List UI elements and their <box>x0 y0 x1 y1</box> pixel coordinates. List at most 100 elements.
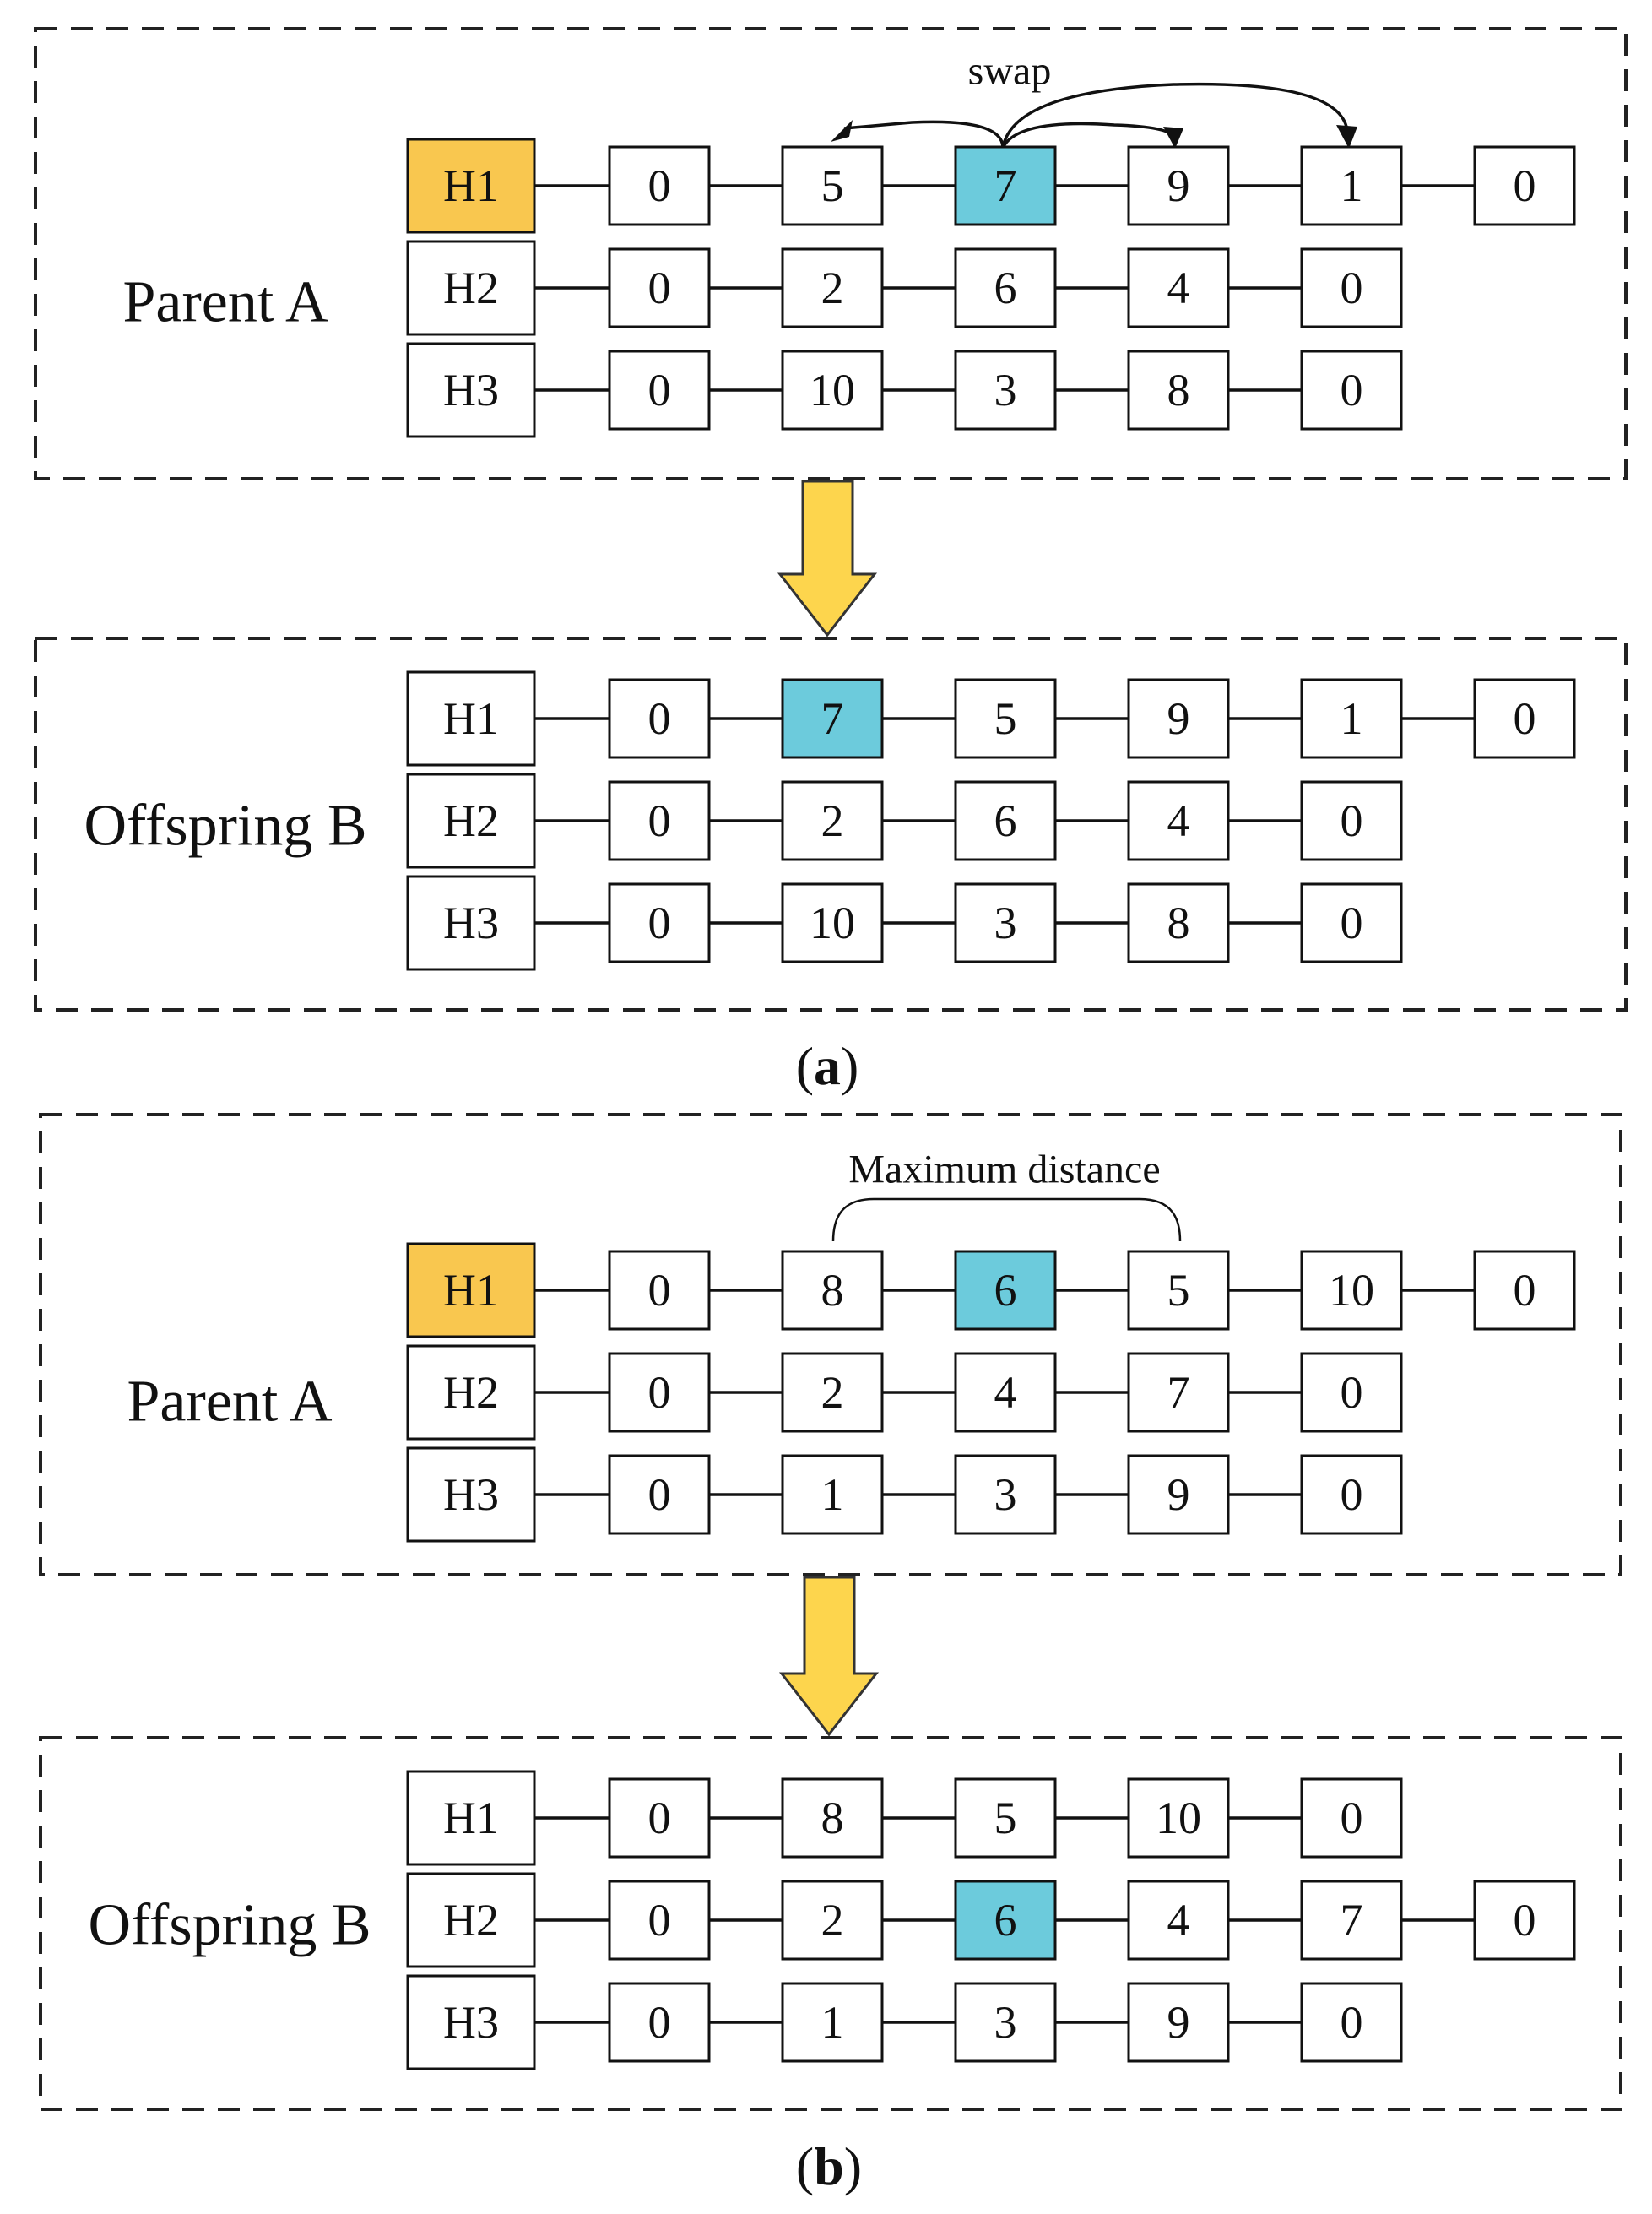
depot-node <box>1473 1250 1576 1331</box>
vehicle-label: H1 <box>443 160 499 211</box>
vehicle-label: H1 <box>443 1265 499 1316</box>
vehicle-label: H1 <box>443 693 499 744</box>
vehicle-box <box>406 875 536 971</box>
panel-b-distance-label: Maximum distance <box>848 1148 1160 1192</box>
node-label: 6 <box>994 1265 1017 1316</box>
panel-a-swap-label: swap <box>968 49 1052 94</box>
node-label: 0 <box>1514 1265 1536 1316</box>
node-label: 1 <box>821 1997 844 2048</box>
node-label: 3 <box>994 365 1017 415</box>
vehicle-box <box>406 773 536 869</box>
node-label: 0 <box>1341 898 1363 948</box>
panel-a-parent-label: Parent A <box>122 270 328 335</box>
node-label: 7 <box>1167 1367 1190 1418</box>
panel-a-swap-arrows <box>831 82 1357 149</box>
depot-node <box>608 780 711 861</box>
vehicle-label: H1 <box>443 1793 499 1843</box>
node-label: 0 <box>648 365 671 415</box>
node-label: 0 <box>1514 160 1536 211</box>
customer-node <box>1127 145 1230 226</box>
node-label: 0 <box>648 1793 671 1843</box>
customer-node <box>781 1352 884 1433</box>
node-label: 2 <box>821 263 844 313</box>
node-label: 0 <box>1514 1895 1536 1945</box>
panel-b-caption: (b) <box>796 2136 862 2196</box>
node-label: 0 <box>648 1469 671 1520</box>
depot-node <box>1473 678 1576 759</box>
node-label: 0 <box>648 795 671 846</box>
node-label: 0 <box>648 1895 671 1945</box>
customer-node <box>1127 1454 1230 1535</box>
node-label: 2 <box>821 1895 844 1945</box>
customer-node <box>1127 1352 1230 1433</box>
node-label: 4 <box>1167 795 1190 846</box>
swap-arrow-to-1 <box>1001 82 1348 149</box>
panel-a-parent-frame <box>34 27 1628 480</box>
depot-node <box>608 1777 711 1859</box>
customer-node <box>1300 1250 1403 1331</box>
panel-b-distance-bracket <box>831 1197 1182 1242</box>
customer-node <box>1127 1250 1230 1331</box>
customer-node <box>1127 1880 1230 1961</box>
depot-node <box>1473 145 1576 226</box>
customer-node <box>781 1250 884 1331</box>
vehicle-label: H2 <box>443 795 499 846</box>
vehicle-label: H3 <box>443 1469 499 1520</box>
node-label: 0 <box>648 1997 671 2048</box>
node-label: 0 <box>1341 795 1363 846</box>
depot-node <box>608 882 711 963</box>
customer-node <box>1127 1777 1230 1859</box>
customer-node <box>954 1777 1057 1859</box>
customer-node <box>954 1982 1057 2063</box>
depot-node <box>1473 1880 1576 1961</box>
customer-node <box>1127 1982 1230 2063</box>
depot-node <box>608 1352 711 1433</box>
customer-node <box>781 1454 884 1535</box>
vehicle-box <box>406 138 536 234</box>
node-label: 0 <box>648 1265 671 1316</box>
panel-b-offspring-label: Offspring B <box>88 1893 371 1958</box>
node-label: 1 <box>1341 693 1363 744</box>
customer-node <box>1300 678 1403 759</box>
depot-node <box>608 678 711 759</box>
node-label: 5 <box>1167 1265 1190 1316</box>
vehicle-label: H2 <box>443 263 499 313</box>
vehicle-label: H3 <box>443 365 499 415</box>
customer-node <box>781 1982 884 2063</box>
panel-b-parent-label: Parent A <box>127 1370 332 1435</box>
customer-node <box>781 1777 884 1859</box>
node-label: 5 <box>994 1793 1017 1843</box>
node-label: 10 <box>1329 1265 1374 1316</box>
panel-b-transition-arrow <box>778 1576 880 1737</box>
customer-node <box>1300 1880 1403 1961</box>
depot-node <box>608 350 711 431</box>
node-label: 0 <box>1341 1793 1363 1843</box>
node-label: 6 <box>994 1895 1017 1945</box>
swap-arrow-to-9 <box>1001 122 1175 149</box>
node-label: 0 <box>648 693 671 744</box>
panel-a-offspring-frame <box>34 637 1628 1012</box>
node-label: 6 <box>994 795 1017 846</box>
vehicle-box <box>406 342 536 438</box>
vehicle-box <box>406 1872 536 1968</box>
customer-node <box>781 882 884 963</box>
vehicle-box <box>406 1770 536 1866</box>
customer-node <box>781 350 884 431</box>
panel-a-caption-letter: a <box>814 1036 841 1096</box>
vehicle-box <box>406 1446 536 1543</box>
depot-node <box>608 1880 711 1961</box>
node-label: 0 <box>1514 693 1536 744</box>
customer-node <box>781 1880 884 1961</box>
depot-node <box>1300 1777 1403 1859</box>
customer-node <box>954 247 1057 328</box>
customer-node <box>1127 780 1230 861</box>
node-label: 0 <box>1341 1469 1363 1520</box>
depot-node <box>1300 780 1403 861</box>
